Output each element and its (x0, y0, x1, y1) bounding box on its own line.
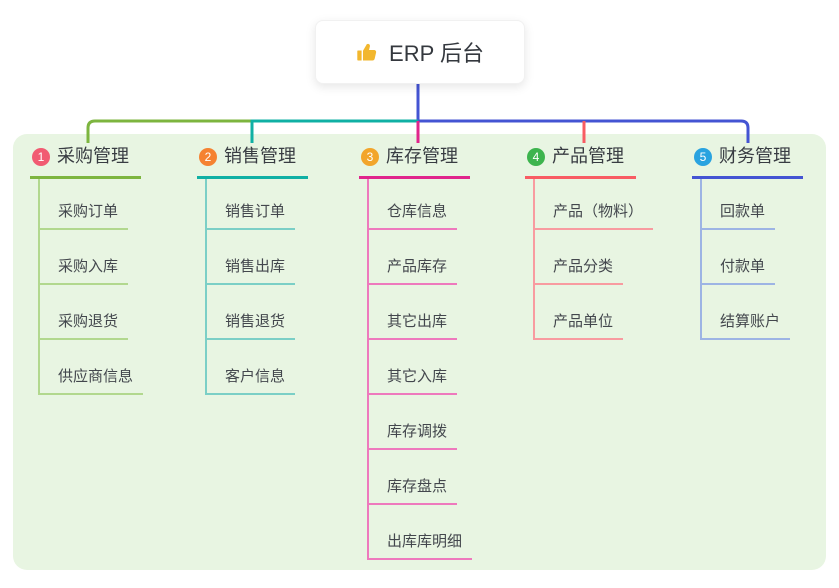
branch-child-item[interactable]: 库存调拨 (367, 422, 458, 450)
branch-child-item[interactable]: 客户信息 (205, 367, 296, 395)
branch-label: 财务管理 (719, 146, 791, 166)
branch-child-item[interactable]: 其它出库 (367, 312, 458, 340)
branch-label: 库存管理 (386, 146, 458, 166)
branch-child-item[interactable]: 出库库明细 (367, 532, 473, 560)
branch-1-heading[interactable]: 1 采购管理 (30, 144, 141, 179)
branch-child-item[interactable]: 供应商信息 (38, 367, 144, 395)
branch-4-heading[interactable]: 4 产品管理 (525, 144, 636, 179)
branch-child-item[interactable]: 采购退货 (38, 312, 129, 340)
branch-number-badge: 3 (361, 147, 379, 166)
branch-child-item[interactable]: 库存盘点 (367, 477, 458, 505)
branch-child-item[interactable]: 销售退货 (205, 312, 296, 340)
branch-child-item[interactable]: 其它入库 (367, 367, 458, 395)
branch-label: 销售管理 (224, 146, 296, 166)
branch-2-heading[interactable]: 2 销售管理 (197, 144, 308, 179)
branch-label: 产品管理 (552, 146, 624, 166)
branch-number-badge: 5 (694, 147, 712, 166)
branch-number-badge: 4 (527, 147, 545, 166)
branch-child-item[interactable]: 产品分类 (533, 257, 624, 285)
branch-child-item[interactable]: 结算账户 (700, 312, 791, 340)
branch-child-item[interactable]: 产品单位 (533, 312, 624, 340)
branch-child-item[interactable]: 采购订单 (38, 202, 129, 230)
branch-trunk-line (367, 179, 369, 560)
branch-child-item[interactable]: 产品库存 (367, 257, 458, 285)
branch-label: 采购管理 (57, 146, 129, 166)
branch-trunk-line (533, 179, 535, 340)
branch-3-heading[interactable]: 3 库存管理 (359, 144, 470, 179)
root-node[interactable]: ERP 后台 (315, 20, 525, 84)
branch-child-item[interactable]: 回款单 (700, 202, 776, 230)
branch-child-item[interactable]: 仓库信息 (367, 202, 458, 230)
branch-child-item[interactable]: 销售订单 (205, 202, 296, 230)
branch-trunk-line (205, 179, 207, 395)
branch-child-item[interactable]: 付款单 (700, 257, 776, 285)
branch-child-item[interactable]: 采购入库 (38, 257, 129, 285)
branch-number-badge: 1 (32, 147, 50, 166)
thumbs-up-icon (356, 40, 380, 64)
branch-child-item[interactable]: 产品（物料） (533, 202, 654, 230)
branch-trunk-line (38, 179, 40, 395)
branch-child-item[interactable]: 销售出库 (205, 257, 296, 285)
branches-panel (13, 134, 826, 570)
branch-trunk-line (700, 179, 702, 340)
branch-5-heading[interactable]: 5 财务管理 (692, 144, 803, 179)
branch-number-badge: 2 (199, 147, 217, 166)
root-label: ERP 后台 (389, 41, 484, 66)
